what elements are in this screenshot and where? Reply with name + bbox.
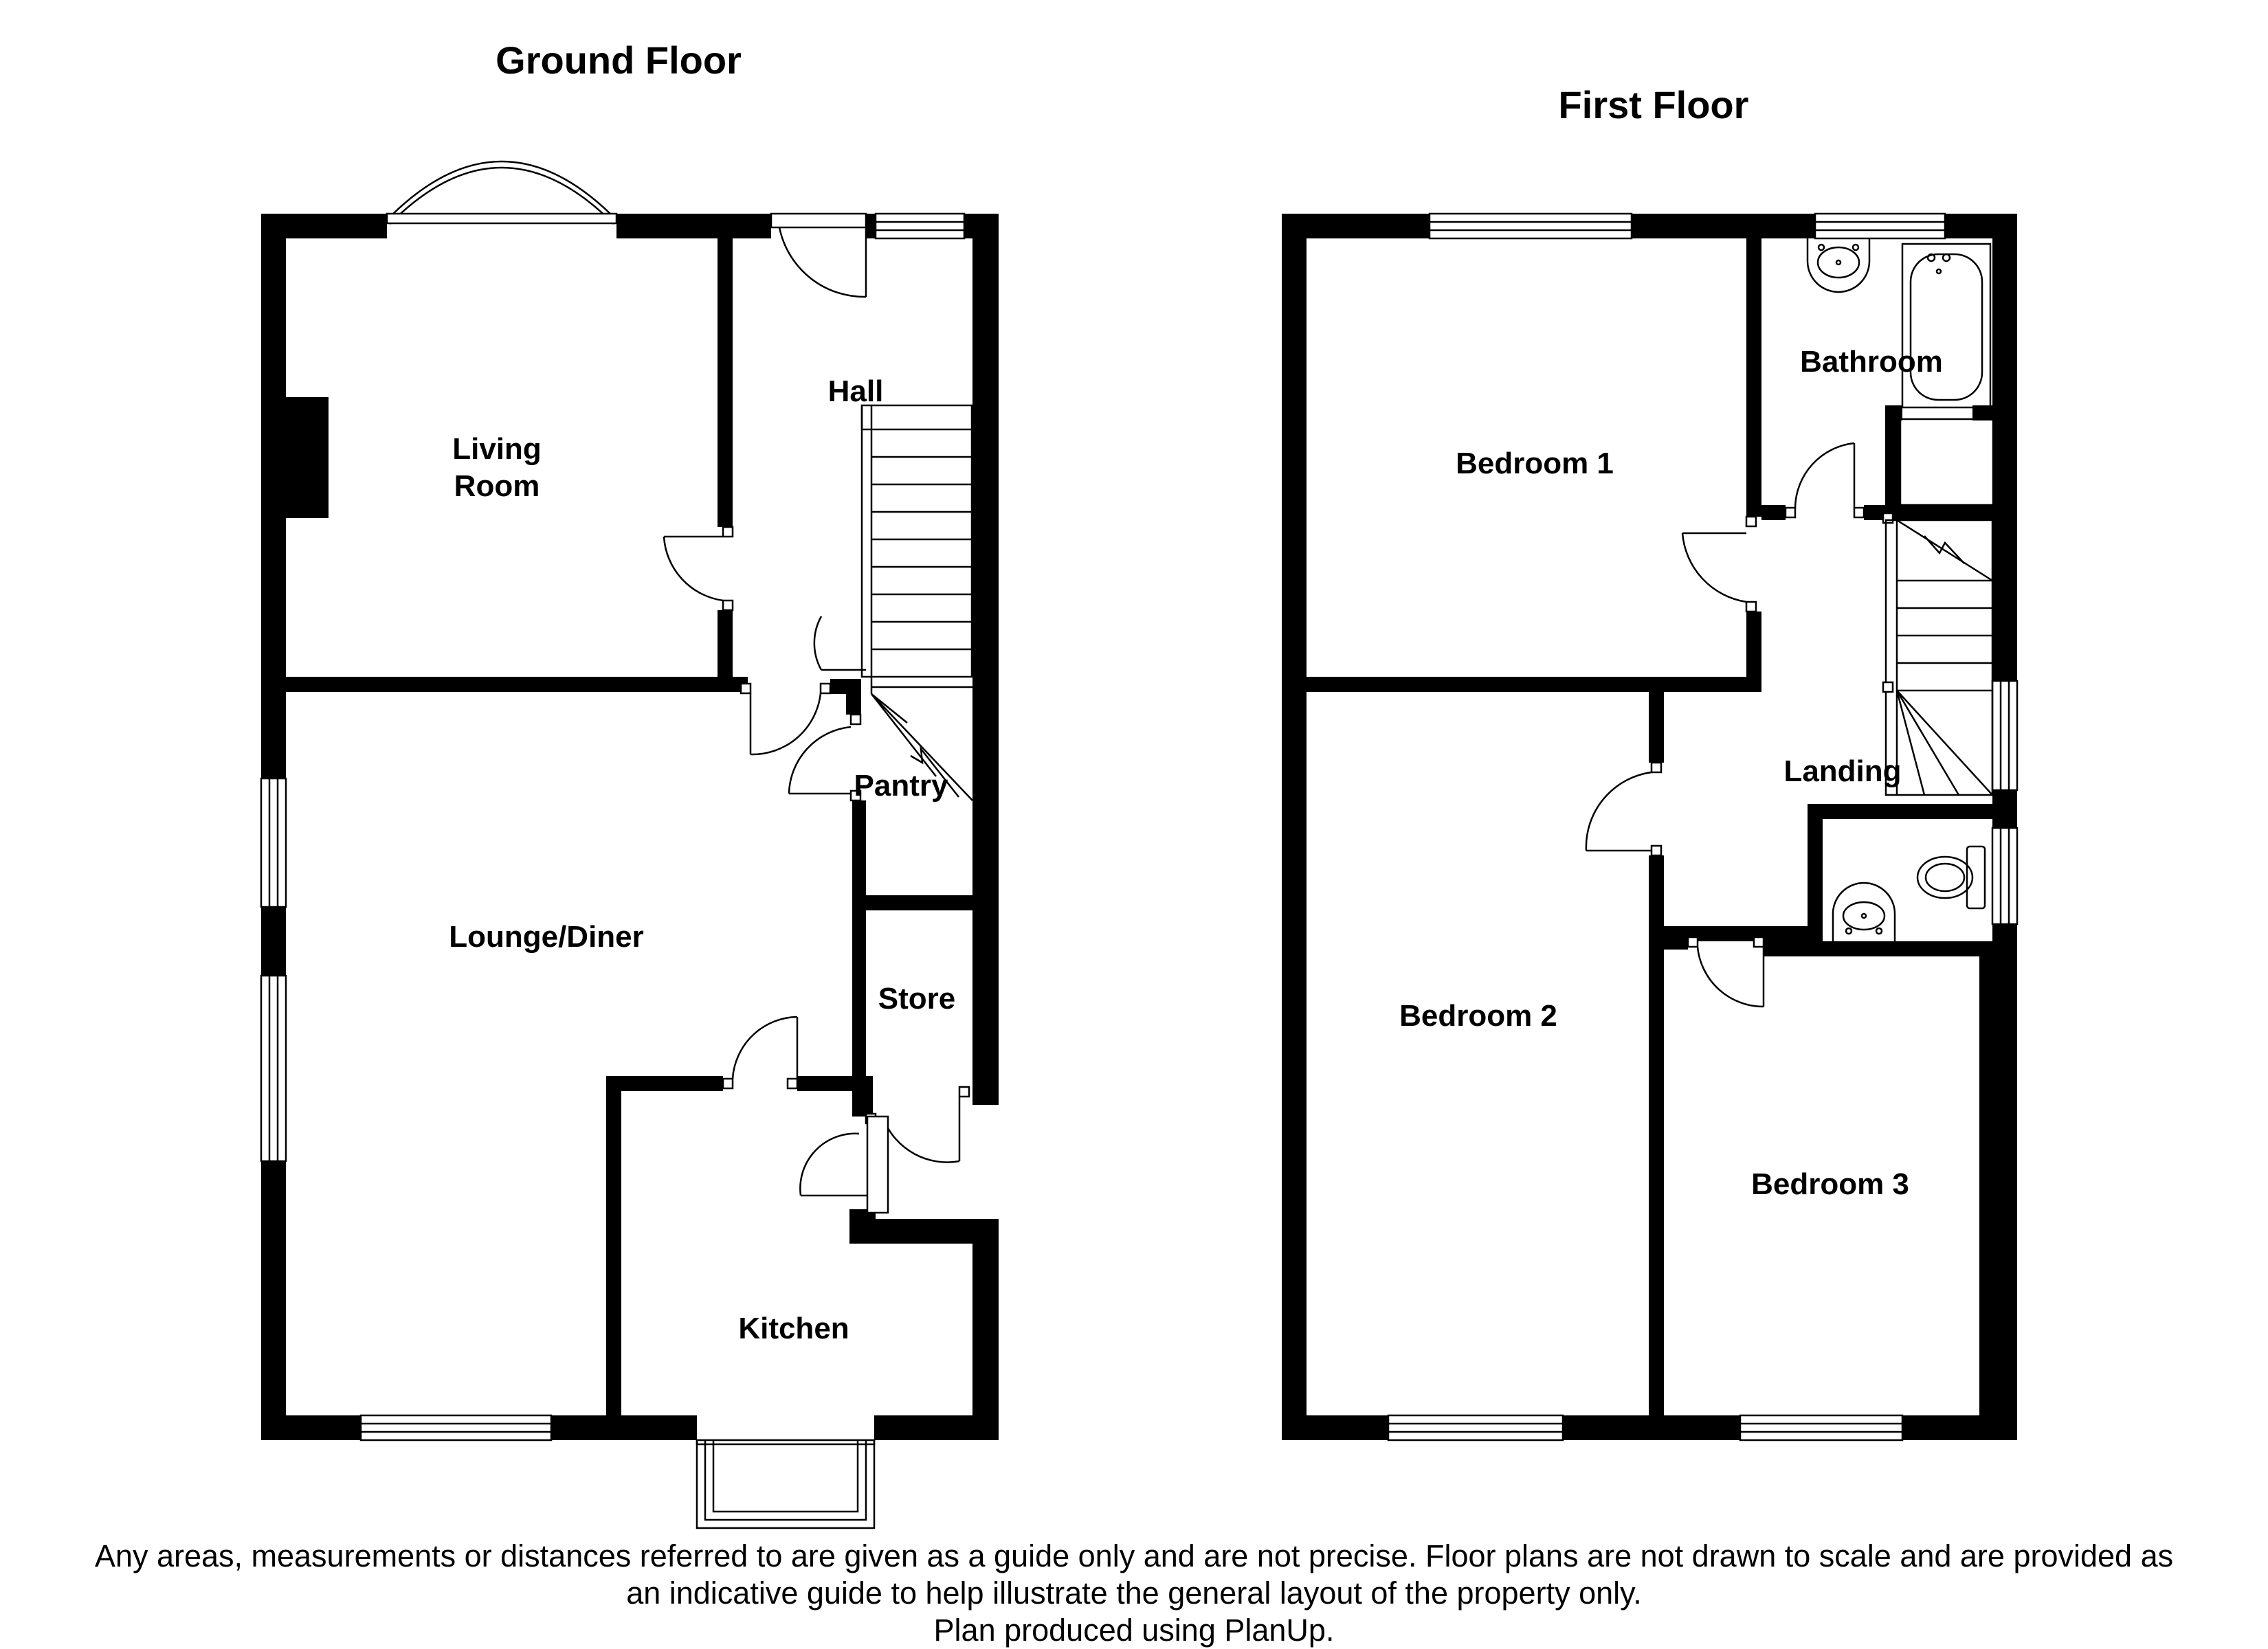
window-wc <box>1991 827 2019 926</box>
bay-window-kitchen <box>696 1439 876 1529</box>
window-hall-front <box>874 212 966 240</box>
window-landing <box>1991 680 2019 792</box>
first-floor-windows <box>1387 212 2019 1442</box>
ground-floor-plan: Ground Floor <box>260 38 999 1529</box>
bathroom-basin-icon <box>1806 238 1871 293</box>
kitchen-door <box>722 1016 799 1090</box>
disclaimer-line-2: an indicative guide to help illustrate t… <box>626 1575 1642 1611</box>
wc-basin-icon <box>1832 882 1896 941</box>
first-floor-title: First Floor <box>1559 83 1749 126</box>
disclaimer: Any areas, measurements or distances ref… <box>0 1538 2268 1649</box>
pantry-door <box>788 713 862 802</box>
room-label-bedroom-1: Bedroom 1 <box>1456 447 1614 480</box>
room-label-landing: Landing <box>1783 754 1901 788</box>
window-bedroom-1 <box>1428 212 1633 240</box>
room-label-living-room-line1: Living <box>452 432 542 466</box>
ground-floor-staircase <box>860 404 973 801</box>
under-stair-door <box>813 616 866 671</box>
bedroom-1-door <box>1681 515 1757 613</box>
window-bedroom-3 <box>1739 1414 1904 1442</box>
first-floor-walls <box>1282 214 2017 1440</box>
bedroom-3-door <box>1687 936 1765 1008</box>
room-label-kitchen: Kitchen <box>738 1312 849 1345</box>
room-label-pantry: Pantry <box>854 769 948 803</box>
ground-floor-title: Ground Floor <box>496 38 742 82</box>
lounge-door <box>740 682 832 756</box>
cupboard-icon <box>1899 418 1994 506</box>
living-room-door <box>663 526 734 612</box>
room-label-store: Store <box>878 982 955 1016</box>
disclaimer-line-1: Any areas, measurements or distances ref… <box>94 1538 2174 1573</box>
bay-window-living-room <box>386 160 618 225</box>
front-door <box>770 212 867 298</box>
bath-icon <box>1901 243 1992 409</box>
window-bathroom <box>1814 212 1946 240</box>
window-bedroom-2 <box>1387 1414 1564 1442</box>
room-label-living-room-line2: Room <box>454 469 540 503</box>
room-label-hall: Hall <box>828 374 884 408</box>
disclaimer-line-3: Plan produced using PlanUp. <box>933 1613 1335 1648</box>
first-floor-doors <box>1585 442 1865 1008</box>
kitchen-store-door <box>799 1115 889 1214</box>
room-label-bedroom-3: Bedroom 3 <box>1751 1167 1909 1201</box>
bathroom-door <box>1784 442 1865 519</box>
room-label-lounge-diner: Lounge/Diner <box>449 920 644 954</box>
first-floor-staircase <box>1882 512 1994 796</box>
window-lounge-side-2 <box>260 974 287 1163</box>
ground-floor-doors <box>663 212 970 1214</box>
wc-toilet-icon <box>1916 845 1986 910</box>
room-label-bedroom-2: Bedroom 2 <box>1399 999 1557 1033</box>
window-lounge-side-1 <box>260 777 287 908</box>
bedroom-2-door <box>1585 761 1663 857</box>
bathroom-fittings <box>1806 238 1994 941</box>
room-label-bathroom: Bathroom <box>1800 345 1943 379</box>
first-floor-plan: First Floor <box>1282 83 2019 1442</box>
window-lounge-front <box>359 1414 553 1442</box>
ground-floor-walls <box>261 214 999 1440</box>
ground-floor-windows <box>260 160 966 1529</box>
